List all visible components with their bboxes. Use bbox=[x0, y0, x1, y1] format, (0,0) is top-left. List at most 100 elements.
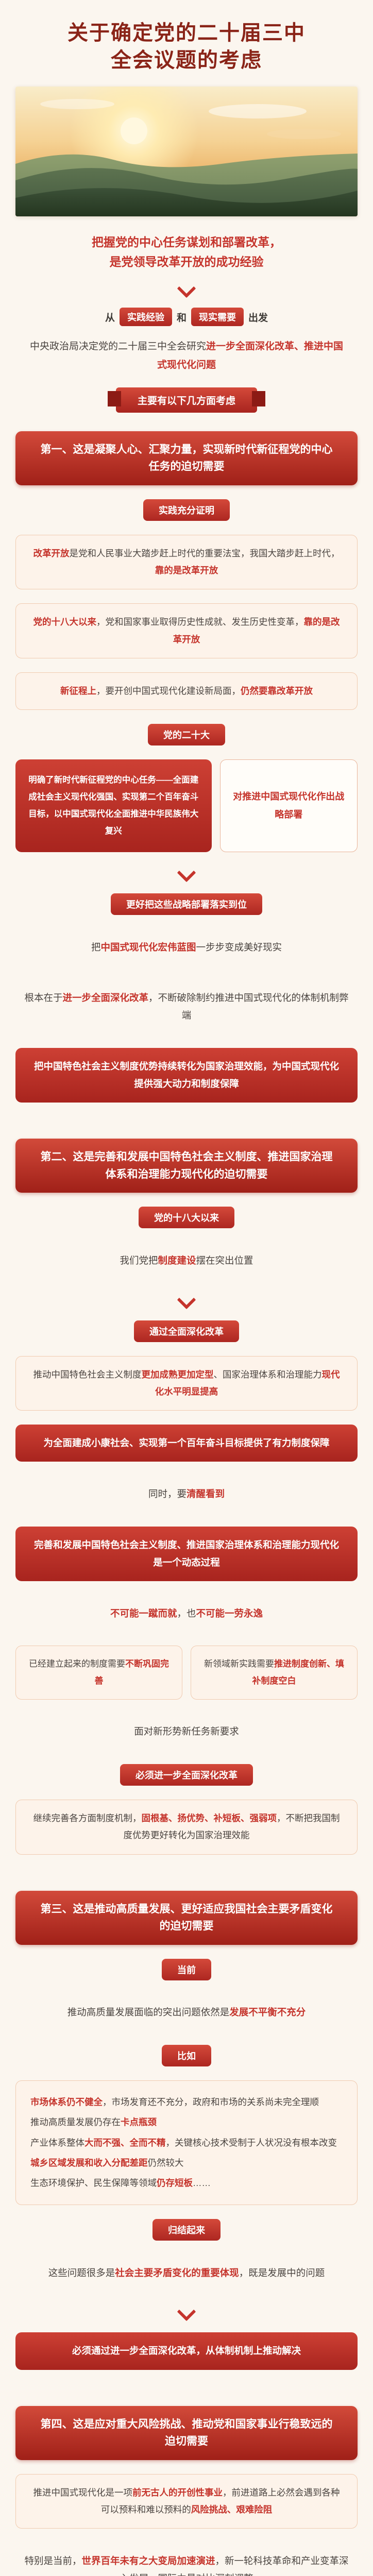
section-2: 第二、这是完善和发展中国特色社会主义制度、推进国家治理体系和治理能力现代化的迫切… bbox=[0, 1120, 373, 1872]
reform-box-1-mid: 是党和人民事业大踏步赶上时代的重要法宝，我国大踏步赶上时代， bbox=[69, 548, 340, 558]
reform-box-2-em1: 党的十八大以来 bbox=[33, 617, 97, 628]
vision-pre: 把 bbox=[91, 941, 101, 953]
institution-line: 我们党把制度建设摆在突出位置 bbox=[120, 1252, 253, 1269]
institution-pre: 我们党把 bbox=[120, 1255, 158, 1266]
problem-item: 市场体系仍不健全，市场发育还不充分，政府和市场的关系尚未完全理顺 bbox=[30, 2097, 319, 2107]
impossible-em2: 不可能一劳永逸 bbox=[196, 1607, 263, 1619]
section-2-banner: 第二、这是完善和发展中国特色社会主义制度、推进国家治理体系和治理能力现代化的迫切… bbox=[15, 1139, 358, 1193]
section-3: 第三、这是推动高质量发展、更好适应我国社会主要矛盾变化的迫切需要 当前 推动高质… bbox=[0, 1872, 373, 2387]
world-em: 世界百年未有之大变局加速演进 bbox=[81, 2555, 215, 2566]
vision-post: 一步步变成美好现实 bbox=[196, 941, 282, 953]
closing2-pre: 继续完善各方面制度机制， bbox=[33, 1813, 142, 1824]
dynamic-process-box: 完善和发展中国特色社会主义制度、推进国家治理体系和治理能力现代化是一个动态过程 bbox=[15, 1526, 358, 1582]
sun bbox=[121, 117, 147, 144]
intro-emphasis: 进一步全面深化改革、推进中国式现代化问题 bbox=[157, 341, 344, 370]
new-field-box: 新领域新实践需要推进制度创新、填补制度空白 bbox=[191, 1646, 358, 1700]
hero-image bbox=[15, 86, 358, 216]
problem-item: 生态环境保护、民生保障等领域仍存短板…… bbox=[30, 2178, 211, 2188]
arrow-down-icon bbox=[177, 2302, 196, 2321]
implement-tag: 更好把这些战略部署落实到位 bbox=[111, 893, 262, 916]
reform-box-3-mid: ，要开创中国式现代化建设新局面， bbox=[96, 685, 241, 696]
existing-em: 不断巩固完善 bbox=[94, 1659, 169, 1686]
section-4: 第四、这是应对重大风险挑战、推动党和国家事业行稳致远的迫切需要 推进中国式现代化… bbox=[0, 2387, 373, 2576]
reform-box-1: 改革开放是党和人民事业大踏步赶上时代的重要法宝，我国大踏步赶上时代， 靠的是改革开… bbox=[15, 534, 358, 590]
arrow-down-icon bbox=[177, 863, 196, 883]
cloud bbox=[209, 104, 307, 118]
problems-box: 市场体系仍不健全，市场发育还不充分，政府和市场的关系尚未完全理顺 推动高质量发展… bbox=[15, 2080, 358, 2206]
foreground-hills bbox=[15, 188, 358, 216]
pill-20th-congress: 党的二十大 bbox=[148, 724, 225, 746]
ribbon-considerations: 主要有以下几方面考虑 bbox=[107, 387, 266, 413]
central-task-card: 明确了新时代新征程党的中心任务——全面建成社会主义现代化强国、实现第二个百年奋斗… bbox=[15, 759, 212, 853]
world-pre: 特别是当前， bbox=[24, 2555, 82, 2566]
proof-tag: 实践充分证明 bbox=[143, 499, 230, 521]
must-deepen-reform-tag: 必须进一步全面深化改革 bbox=[120, 1764, 253, 1786]
section-2-closing-box: 继续完善各方面制度机制，固根基、扬优势、补短板、强弱项，不断把我国制度优势更好转… bbox=[15, 1800, 358, 1855]
congress-outcome-row: 明确了新时代新征程党的中心任务——全面建成社会主义现代化强国、实现第二个百年奋斗… bbox=[15, 759, 358, 853]
reform-box-3-em2: 仍然要靠改革开放 bbox=[241, 685, 313, 696]
institution-post: 摆在突出位置 bbox=[196, 1255, 253, 1266]
arrow-down-icon bbox=[177, 1290, 196, 1310]
from-line: 从 实践经验 和 现实需要 出发 bbox=[105, 308, 268, 327]
cloud bbox=[40, 98, 114, 109]
root-post: ，不断破除制约推进中国式现代化的体制机制弊端 bbox=[148, 992, 349, 1021]
impossible-mid: ，也 bbox=[177, 1607, 196, 1619]
reform-box-1-em2: 靠的是改革开放 bbox=[155, 565, 218, 576]
issue-pre: 推动高质量发展面临的突出问题依然是 bbox=[67, 2007, 230, 2018]
from-prefix: 从 bbox=[105, 312, 115, 324]
current-tag: 当前 bbox=[162, 1958, 211, 1980]
issue-em: 发展不平衡不充分 bbox=[229, 2007, 306, 2018]
summary-line: 这些问题很多是社会主要矛盾变化的重要体现，既是发展中的问题 bbox=[48, 2264, 325, 2282]
intro-paragraph: 中央政治局决定党的二十届三中全会研究进一步全面深化改革、推进中国式现代化问题 bbox=[27, 337, 346, 374]
section-3-closing-box: 必须通过进一步全面深化改革，从体制机制上推动解决 bbox=[15, 2332, 358, 2370]
section-1: 第一、这是凝聚人心、汇聚力量，实现新时代新征程党的中心任务的迫切需要 实践充分证… bbox=[0, 413, 373, 1121]
section-1-banner: 第一、这是凝聚人心、汇聚力量，实现新时代新征程党的中心任务的迫切需要 bbox=[15, 431, 358, 485]
closing2-post: ，不断把我国制度优势更好转化为国家治理效能 bbox=[123, 1813, 340, 1841]
lead-text: 把握党的中心任务谋划和部署改革， 是党领导改革开放的成功经验 bbox=[92, 233, 281, 272]
root-line: 根本在于进一步全面深化改革，不断破除制约推进中国式现代化的体制机制弊端 bbox=[22, 989, 351, 1024]
tag-practice-experience: 实践经验 bbox=[119, 308, 172, 327]
face-line: 面对新形势新任务新要求 bbox=[134, 1726, 239, 1737]
problem-item: 产业体系整体大而不强、全而不精，关键核心技术受制于人状况没有根本改变 bbox=[30, 2137, 337, 2148]
pioneer-em1: 前无古人的开创性事业 bbox=[132, 2487, 223, 2498]
pioneer-pre: 推进中国式现代化是一项 bbox=[33, 2487, 133, 2498]
summary-post: ，既是发展中的问题 bbox=[239, 2267, 325, 2278]
vision-em: 中国式现代化宏伟蓝图 bbox=[100, 941, 196, 953]
root-pre: 根本在于 bbox=[24, 992, 63, 1003]
impossible-line: 不可能一蹴而就，也不可能一劳永逸 bbox=[110, 1605, 263, 1622]
mature-mid: 、国家治理体系和治理能力 bbox=[213, 1369, 322, 1380]
existing-pre: 已经建立起来的制度需要 bbox=[29, 1659, 125, 1669]
world-post: ，新一轮科技革命和产业变革深入发展，国际力量对比深刻调整 bbox=[120, 2555, 349, 2576]
summary-em: 社会主要矛盾变化的重要体现 bbox=[115, 2267, 239, 2278]
world-changes-line: 特别是当前，世界百年未有之大变局加速演进，新一轮科技革命和产业变革深入发展，国际… bbox=[22, 2552, 351, 2576]
meanwhile-pre: 同时，要 bbox=[148, 1488, 186, 1499]
issue-line: 推动高质量发展面临的突出问题依然是发展不平衡不充分 bbox=[67, 2004, 306, 2021]
system-needs-row: 已经建立起来的制度需要不断巩固完善 新领域新实践需要推进制度创新、填补制度空白 bbox=[15, 1646, 358, 1700]
closing2-em: 固根基、扬优势、补短板、强弱项 bbox=[141, 1813, 277, 1824]
section-1-closing-box: 把中国特色社会主义制度优势持续转化为国家治理效能，为中国式现代化提供强大动力和制… bbox=[15, 1047, 358, 1103]
mature-em1: 更加成熟更加定型 bbox=[141, 1369, 214, 1380]
page-title: 关于确定党的二十届三中 全会议题的考虑 bbox=[67, 20, 306, 74]
reform-box-1-em1: 改革开放 bbox=[33, 548, 70, 558]
reform-box-2-em2: 靠的是改革开放 bbox=[173, 617, 340, 645]
tag-practical-need: 现实需要 bbox=[191, 308, 244, 327]
pioneer-em2: 风险挑战、艰难险阻 bbox=[191, 2504, 273, 2515]
reform-box-2-mid: ，党和国家事业取得历史性成就、发生历史性变革， bbox=[96, 617, 304, 628]
arrow-down-icon bbox=[177, 279, 196, 298]
from-and: 和 bbox=[176, 312, 186, 324]
problem-item: 城乡区域发展和收入分配差距仍然较大 bbox=[30, 2157, 184, 2168]
problem-item: 推动高质量发展仍存在卡点瓶颈 bbox=[30, 2117, 157, 2128]
reform-box-3: 新征程上，要开创中国式现代化建设新局面，仍然要靠改革开放 bbox=[15, 672, 358, 710]
section-3-banner: 第三、这是推动高质量发展、更好适应我国社会主要矛盾变化的迫切需要 bbox=[15, 1890, 358, 1945]
guarantee-box: 为全面建成小康社会、实现第一个百年奋斗目标提供了有力制度保障 bbox=[15, 1425, 358, 1462]
root-em: 进一步全面深化改革 bbox=[62, 992, 148, 1003]
lead-line2: 是党领导改革开放的成功经验 bbox=[109, 255, 264, 268]
pioneering-box: 推进中国式现代化是一项前无古人的开创性事业，前进道路上必然会遇到各种可以预料和难… bbox=[15, 2473, 358, 2529]
impossible-em1: 不可能一蹴而就 bbox=[110, 1607, 177, 1619]
from-suffix: 出发 bbox=[248, 312, 268, 324]
institution-em: 制度建设 bbox=[158, 1255, 196, 1266]
intro-pre: 中央政治局决定党的二十届三中全会研究 bbox=[29, 341, 206, 352]
lead-line1: 把握党的中心任务谋划和部署改革， bbox=[92, 235, 281, 249]
reform-box-2: 党的十八大以来，党和国家事业取得历史性成就、发生历史性变革，靠的是改革开放 bbox=[15, 603, 358, 658]
